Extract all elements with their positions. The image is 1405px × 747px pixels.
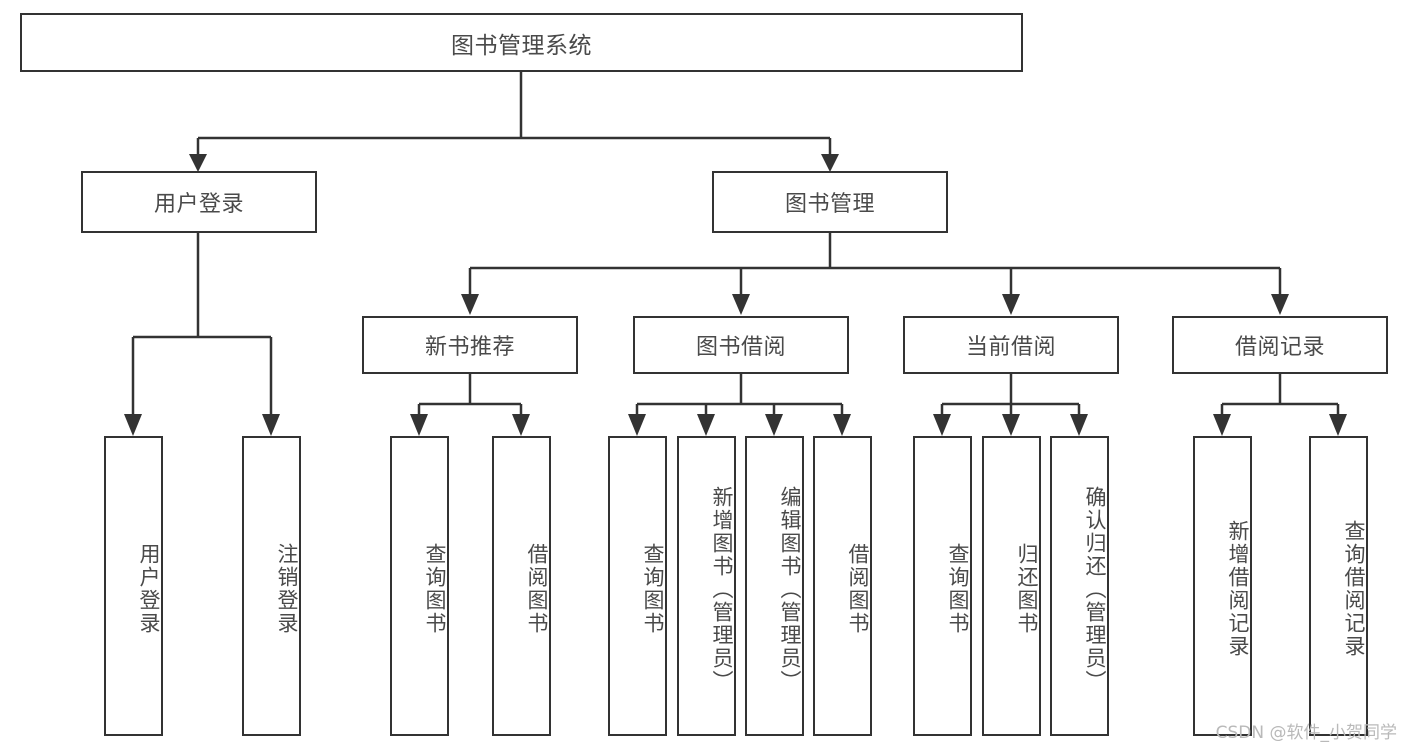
leaf-current-borrow-query-label: 查询图书 [946,543,970,635]
node-user-login-label: 用户登录 [153,192,244,217]
node-current-borrow-label: 当前借阅 [965,335,1056,360]
leaf-current-borrow-return-label: 归还图书 [1015,543,1039,635]
leaf-book-borrow-edit[interactable]: 编辑图书（管理员） [745,436,804,736]
leaf-book-borrow-query[interactable]: 查询图书 [608,436,667,736]
arrowhead-user-login-child-1 [124,414,142,436]
arrowhead-book-borrow-child-2 [697,414,715,436]
leaf-user-login-login[interactable]: 用户登录 [104,436,163,736]
node-book-management[interactable]: 图书管理 [712,171,948,233]
node-book-management-label: 图书管理 [784,192,875,217]
leaf-book-borrow-edit-label: 编辑图书（管理员） [778,485,802,693]
leaf-current-borrow-confirm[interactable]: 确认归还（管理员） [1050,436,1109,736]
leaf-book-borrow-add-label: 新增图书（管理员） [710,485,734,693]
node-borrow-record-label: 借阅记录 [1234,335,1325,360]
arrowhead-current-borrow [1002,294,1020,315]
leaf-current-borrow-confirm-label: 确认归还（管理员） [1083,485,1107,693]
arrowhead-new-book-child-2 [512,414,530,436]
node-borrow-record[interactable]: 借阅记录 [1172,316,1388,374]
leaf-book-borrow-borrow[interactable]: 借阅图书 [813,436,872,736]
node-current-borrow[interactable]: 当前借阅 [903,316,1119,374]
leaf-user-login-logout[interactable]: 注销登录 [242,436,301,736]
leaf-current-borrow-query[interactable]: 查询图书 [913,436,972,736]
arrowhead-current-borrow-child-3 [1070,414,1088,436]
arrowhead-book-borrow-child-4 [833,414,851,436]
leaf-user-login-logout-label: 注销登录 [275,543,299,635]
arrowhead-user-login-child-2 [262,414,280,436]
leaf-borrow-record-add-label: 新增借阅记录 [1226,520,1250,658]
arrowhead-book-borrow-child-3 [765,414,783,436]
node-book-borrow-label: 图书借阅 [695,335,786,360]
leaf-current-borrow-return[interactable]: 归还图书 [982,436,1041,736]
leaf-user-login-login-label: 用户登录 [137,543,161,635]
arrowhead-new-book [461,294,479,315]
arrowhead-borrow-record-child-1 [1213,414,1231,436]
leaf-borrow-record-query-label: 查询借阅记录 [1342,520,1366,658]
node-new-book-recommend-label: 新书推荐 [424,335,515,360]
node-book-borrow[interactable]: 图书借阅 [633,316,849,374]
watermark: CSDN @软件_小贺同学 [1215,723,1397,743]
node-user-login[interactable]: 用户登录 [81,171,317,233]
arrowhead-book-borrow [732,294,750,315]
arrowhead-borrow-record-child-2 [1329,414,1347,436]
leaf-book-borrow-add[interactable]: 新增图书（管理员） [677,436,736,736]
node-root-label: 图书管理系统 [451,32,592,59]
leaf-borrow-record-query[interactable]: 查询借阅记录 [1309,436,1368,736]
leaf-borrow-record-add[interactable]: 新增借阅记录 [1193,436,1252,736]
arrowhead-current-borrow-child-2 [1002,414,1020,436]
leaf-new-book-query[interactable]: 查询图书 [390,436,449,736]
leaf-book-borrow-query-label: 查询图书 [641,543,665,635]
arrowhead-new-book-child-1 [410,414,428,436]
arrowhead-book-manage [821,154,839,172]
leaf-new-book-query-label: 查询图书 [423,543,447,635]
leaf-new-book-borrow[interactable]: 借阅图书 [492,436,551,736]
leaf-book-borrow-borrow-label: 借阅图书 [846,543,870,635]
arrowhead-current-borrow-child-1 [933,414,951,436]
arrowhead-book-borrow-child-1 [628,414,646,436]
arrowhead-borrow-record [1271,294,1289,315]
node-root[interactable]: 图书管理系统 [20,13,1023,72]
node-new-book-recommend[interactable]: 新书推荐 [362,316,578,374]
leaf-new-book-borrow-label: 借阅图书 [525,543,549,635]
arrowhead-user-login [189,154,207,172]
